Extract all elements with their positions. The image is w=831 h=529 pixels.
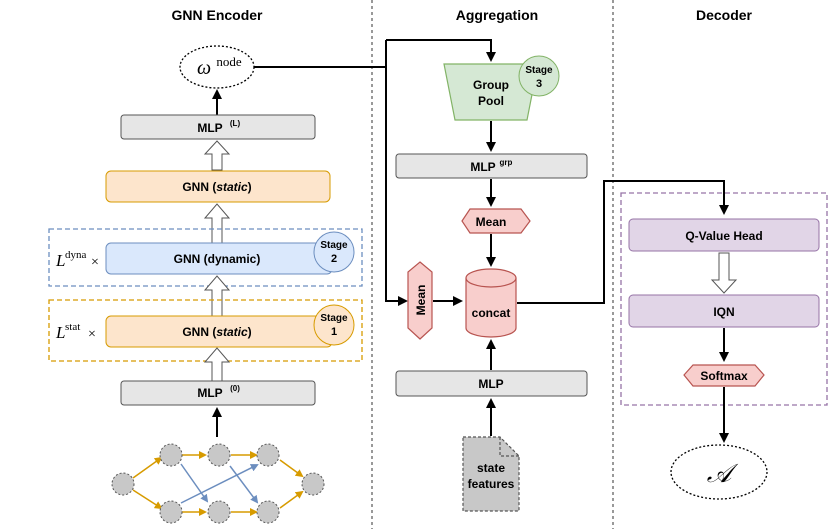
qvalue-label: Q-Value Head [685, 229, 762, 243]
iqn-label: IQN [713, 305, 734, 319]
block-arrow-1 [203, 140, 231, 171]
l-stat-times: × [88, 327, 96, 342]
softmax-box: Softmax [683, 364, 765, 387]
l-stat-label: L stat × [55, 321, 96, 342]
block-arrow-decoder [710, 252, 738, 294]
concat-box: concat [465, 268, 517, 338]
mean-side-label: Mean [414, 285, 428, 316]
mlp-grp-sup: grp [500, 158, 513, 167]
block-arrow-4 [203, 347, 231, 382]
graph-node [256, 500, 280, 524]
l-dyna-label: L dyna × [55, 249, 99, 270]
mlp-0-label: MLP [197, 386, 222, 400]
block-arrow-2 [203, 203, 231, 244]
state-line1: state [477, 461, 505, 475]
mean-side-box: Mean [407, 261, 433, 340]
mlp-0-sup: (0) [230, 384, 240, 393]
mlp-box: MLP [395, 370, 588, 397]
graph-edge [132, 456, 163, 479]
softmax-label: Softmax [700, 369, 748, 383]
gnn-static-top-box: GNN (static) [105, 170, 331, 203]
connector-omega-grouppool [386, 39, 496, 62]
input-graph [111, 443, 325, 524]
graph-node [207, 443, 231, 467]
mean-top-box: Mean [461, 208, 531, 234]
mlp-grp-label: MLP [470, 160, 495, 174]
connector-omega-mean [254, 66, 408, 306]
graph-edge [279, 490, 304, 509]
gnn-static-bottom-label: GNN ( [182, 325, 216, 339]
omega-symbol: ω [197, 57, 211, 79]
graph-edge [229, 465, 259, 504]
graph-edge [279, 459, 304, 478]
omega-sup: node [216, 54, 242, 69]
graph-edge [180, 464, 259, 504]
encoder-title: GNN Encoder [171, 7, 263, 23]
graph-node [159, 500, 183, 524]
dyna-repeat-container [48, 228, 363, 287]
graph-edge [180, 463, 209, 503]
stage2-line1: Stage [320, 240, 348, 251]
l-dyna-symbol: L [55, 251, 65, 270]
omega-node: ω node [179, 45, 255, 89]
graph-node [111, 472, 135, 496]
state-features-doc: state features [462, 436, 520, 512]
aggregation-title: Aggregation [456, 7, 538, 23]
gnn-dynamic-label: GNN (dynamic) [174, 252, 261, 266]
gnn-dynamic-box: GNN (dynamic) [105, 242, 333, 275]
gnn-static-bottom-italic: static [216, 325, 248, 339]
stage1-line2: 1 [331, 326, 337, 338]
mlp-L-sup: (L) [230, 119, 241, 128]
group-pool-box: Group Pool [443, 63, 539, 121]
block-arrow-3 [203, 275, 231, 317]
mlp-grp-box: MLP grp [395, 153, 588, 179]
state-line2: features [468, 477, 515, 491]
mlp-0-box: MLP (0) [120, 380, 316, 406]
l-dyna-sup: dyna [65, 249, 87, 261]
concat-label: concat [472, 306, 511, 320]
graph-node [301, 472, 325, 496]
l-stat-sup: stat [65, 321, 80, 333]
mean-top-label: Mean [476, 215, 507, 229]
decoder-title: Decoder [696, 7, 753, 23]
group-pool-line2: Pool [478, 94, 504, 108]
stage2-line2: 2 [331, 253, 337, 265]
gnn-static-top-close: ) [248, 180, 252, 194]
gnn-static-bottom-close: ) [248, 325, 252, 339]
graph-node [159, 443, 183, 467]
stage1-badge: Stage 1 [313, 304, 355, 346]
action-node: 𝒜 [670, 444, 768, 500]
stage3-line1: Stage [525, 65, 553, 76]
mlp-label: MLP [478, 377, 503, 391]
stage2-badge: Stage 2 [313, 231, 355, 273]
connector-concat-qvalue [517, 180, 729, 304]
mlp-L-label: MLP [197, 121, 222, 135]
graph-edge [132, 489, 163, 510]
svg-text:GNN (static): GNN (static) [182, 180, 251, 194]
graph-node [256, 443, 280, 467]
l-dyna-times: × [91, 255, 99, 270]
gnn-static-top-label: GNN ( [182, 180, 216, 194]
stage3-line2: 3 [536, 78, 542, 90]
graph-node [207, 500, 231, 524]
stage1-line1: Stage [320, 313, 348, 324]
mlp-L-box: MLP (L) [120, 114, 316, 140]
gnn-static-top-italic: static [216, 180, 248, 194]
qvalue-head-box: Q-Value Head [628, 218, 820, 252]
l-stat-symbol: L [55, 323, 65, 342]
gnn-static-bottom-box: GNN (static) [105, 315, 333, 348]
stage3-badge: Stage 3 [518, 55, 560, 97]
group-pool-line1: Group [473, 78, 509, 92]
iqn-box: IQN [628, 294, 820, 328]
svg-text:GNN (static): GNN (static) [182, 325, 251, 339]
